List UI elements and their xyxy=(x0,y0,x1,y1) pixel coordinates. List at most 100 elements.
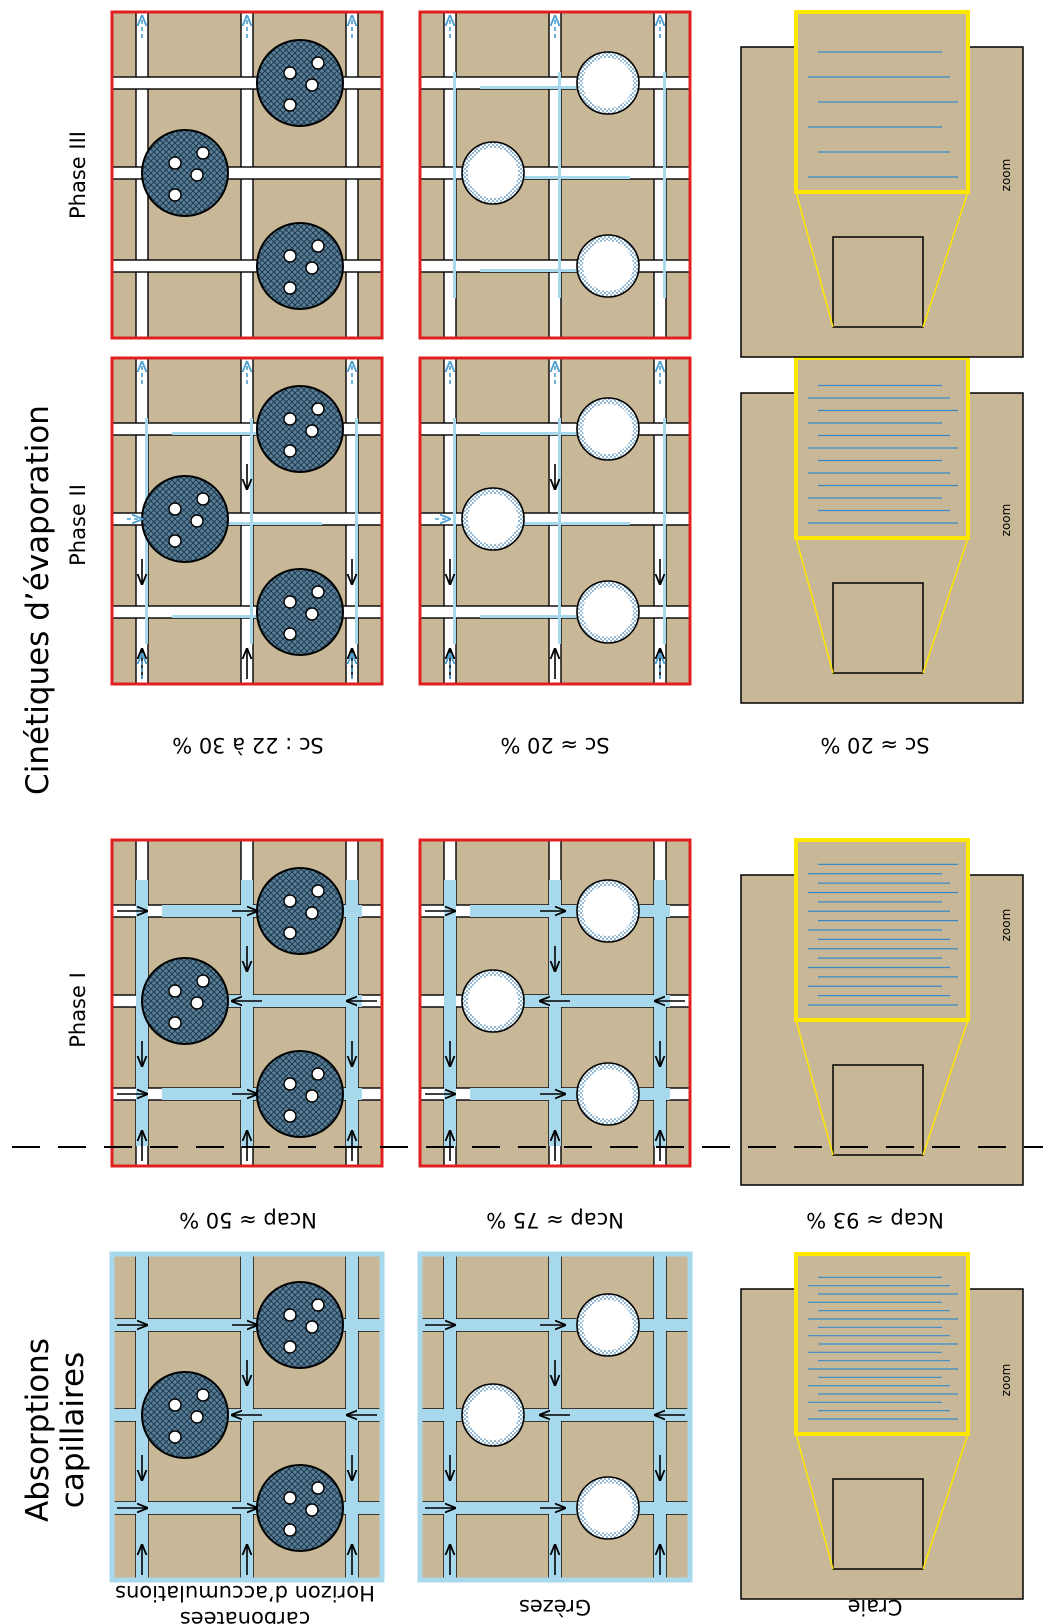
pore-dot xyxy=(197,975,209,987)
grain-core xyxy=(583,1300,633,1350)
carbonate-aggregate xyxy=(142,958,228,1044)
horizon-panel-3 xyxy=(112,12,382,338)
zoom-label: zoom xyxy=(999,909,1013,942)
pore-dot xyxy=(197,1389,209,1401)
pore-dot xyxy=(284,895,296,907)
sc-craie: Sc ≈ 20 % xyxy=(820,733,929,757)
ncap-craie: Ncap ≈ 93 % xyxy=(806,1208,944,1232)
craie-panel xyxy=(741,1254,1023,1599)
sc-horizon: Sc : 22 à 30 % xyxy=(172,733,324,757)
pore-dot xyxy=(312,1482,324,1494)
grain-core xyxy=(583,886,633,936)
pore-dot xyxy=(306,1504,318,1516)
grain-core xyxy=(468,1390,518,1440)
pore-dot xyxy=(284,1492,296,1504)
pore-dot xyxy=(306,1321,318,1333)
water-fill xyxy=(663,72,666,298)
horizon-panel-1 xyxy=(112,840,382,1166)
pore-dot xyxy=(284,99,296,111)
grain-core xyxy=(583,58,633,108)
pore-dot xyxy=(306,907,318,919)
grezes-panel-3 xyxy=(420,12,690,338)
pore-dot xyxy=(169,1431,181,1443)
pore-dot xyxy=(306,425,318,437)
pore-dot xyxy=(169,503,181,515)
pore-dot xyxy=(284,1524,296,1536)
zoom-label: zoom xyxy=(999,159,1013,192)
carbonate-aggregate xyxy=(257,1051,343,1137)
ncap-horizon: Ncap ≈ 50 % xyxy=(179,1208,317,1232)
pore-dot xyxy=(312,57,324,69)
water-fill xyxy=(453,72,456,298)
carbonate-aggregate xyxy=(142,476,228,562)
water-fill xyxy=(250,418,253,644)
water-fill xyxy=(558,72,561,298)
pore-dot xyxy=(191,997,203,1009)
grain-core xyxy=(583,1483,633,1533)
grain-core xyxy=(468,148,518,198)
carbonate-aggregate xyxy=(257,386,343,472)
carbonate-aggregate xyxy=(257,1282,343,1368)
water-fill xyxy=(558,418,561,644)
pore-dot xyxy=(191,515,203,527)
carbonate-aggregate xyxy=(142,130,228,216)
grezes-panel-2 xyxy=(420,358,690,684)
pore-dot xyxy=(284,596,296,608)
water-fill xyxy=(355,418,358,644)
phase-i-label: Phase I xyxy=(66,972,90,1048)
pore-dot xyxy=(284,413,296,425)
pore-dot xyxy=(312,586,324,598)
pore-dot xyxy=(191,1411,203,1423)
water-fill xyxy=(470,905,670,917)
water-fill xyxy=(241,880,253,1146)
horizon-panel-0 xyxy=(112,1254,382,1580)
pore-dot xyxy=(169,535,181,547)
grain-core xyxy=(583,587,633,637)
carbonate-aggregate xyxy=(257,1465,343,1551)
zoom-label: zoom xyxy=(999,1364,1013,1397)
water-fill xyxy=(549,880,561,1146)
pore-dot xyxy=(312,885,324,897)
pore-dot xyxy=(306,262,318,274)
pore-dot xyxy=(284,1309,296,1321)
craie-panel xyxy=(741,840,1023,1185)
grain-core xyxy=(583,241,633,291)
grain-core xyxy=(583,1069,633,1119)
carbonate-aggregate xyxy=(257,868,343,954)
material-horizon-line1: Horizon d’accumulations xyxy=(115,1581,375,1605)
carbonate-aggregate xyxy=(257,223,343,309)
absorption-title-line2: capillaires xyxy=(55,1352,91,1508)
craie-panel xyxy=(741,12,1023,357)
pore-dot xyxy=(312,240,324,252)
zoom-label: zoom xyxy=(999,504,1013,537)
pore-dot xyxy=(312,403,324,415)
pore-dot xyxy=(284,67,296,79)
pore-dot xyxy=(169,189,181,201)
pore-dot xyxy=(306,79,318,91)
evaporation-title: Cinétiques d’évaporation xyxy=(20,405,56,795)
pore-dot xyxy=(169,985,181,997)
pore-dot xyxy=(284,250,296,262)
pore-dot xyxy=(197,493,209,505)
panels-layer xyxy=(112,12,1023,1599)
pore-dot xyxy=(197,147,209,159)
pore-dot xyxy=(169,1017,181,1029)
grezes-panel-1 xyxy=(420,840,690,1166)
pore-dot xyxy=(284,1078,296,1090)
carbonate-aggregate xyxy=(142,1372,228,1458)
water-fill xyxy=(663,418,666,644)
pore-dot xyxy=(169,1399,181,1411)
pore-dot xyxy=(284,927,296,939)
pore-dot xyxy=(306,608,318,620)
pore-dot xyxy=(284,1110,296,1122)
pore-dot xyxy=(284,445,296,457)
grain-core xyxy=(468,976,518,1026)
water-fill xyxy=(346,880,358,1146)
pore-dot xyxy=(191,169,203,181)
grezes-panel-0 xyxy=(420,1254,690,1580)
grain-core xyxy=(468,494,518,544)
pore-dot xyxy=(284,1341,296,1353)
water-fill xyxy=(654,880,666,1146)
water-fill xyxy=(444,880,456,1146)
